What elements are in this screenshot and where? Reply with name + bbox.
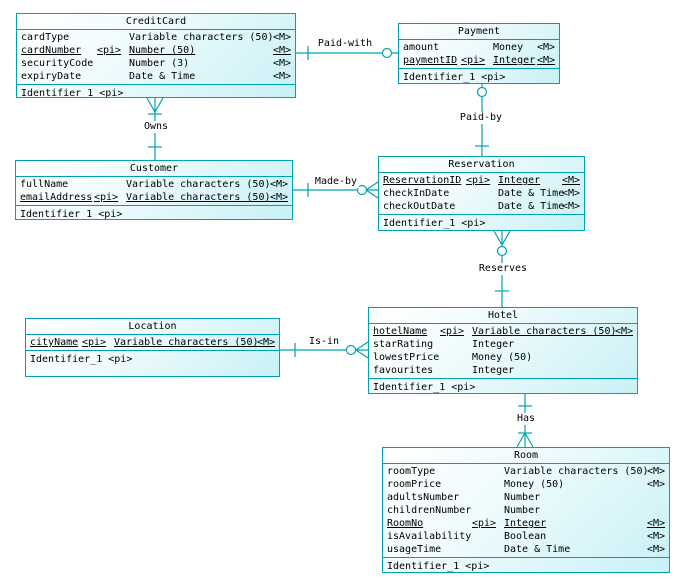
relationship-label-reserves[interactable]: Reserves — [476, 263, 530, 275]
entity-title: CreditCard — [17, 14, 295, 30]
relationship-paid-by-line[interactable] — [475, 84, 489, 156]
entity-location[interactable]: Location cityName<pi>Variable characters… — [25, 318, 280, 377]
entity-hotel[interactable]: Hotel hotelName<pi>Variable characters (… — [368, 307, 638, 394]
entity-title: Reservation — [379, 157, 584, 173]
relationship-label-owns[interactable]: Owns — [141, 121, 171, 133]
entity-identifier: Identifier_1 <pi> — [30, 354, 133, 365]
entity-identifier: Identifier_1 <pi> — [20, 209, 123, 219]
relationship-label-has[interactable]: Has — [514, 413, 538, 425]
entity-title: Room — [383, 448, 669, 464]
entity-identifier: Identifier_1 <pi> — [373, 382, 476, 393]
relationship-label-paid-by[interactable]: Paid-by — [457, 112, 505, 124]
entity-title: Location — [26, 319, 279, 335]
entity-title: Hotel — [369, 308, 637, 324]
entity-attribute-row: RoomNo<pi>Integer<M> — [387, 518, 665, 529]
entity-attribute-row: cityName<pi>Variable characters (50)<M> — [30, 337, 275, 348]
relationship-label-paid-with[interactable]: Paid-with — [315, 38, 375, 50]
relationship-label-made-by[interactable]: Made-by — [312, 176, 360, 188]
relationship-is-in-line[interactable] — [280, 341, 369, 359]
entity-attribute-row: cardNumber<pi>Number (50)<M> — [21, 45, 291, 56]
entity-attribute-row: hotelName<pi>Variable characters (50)<M> — [373, 326, 633, 337]
entity-title: Customer — [16, 161, 292, 177]
entity-identifier: Identifier_1 <pi> — [387, 561, 490, 572]
entity-identifier: Identifier_1 <pi> — [21, 88, 124, 97]
entity-reservation[interactable]: Reservation ReservationID<pi>Integer<M> c… — [378, 156, 585, 231]
relationship-label-is-in[interactable]: Is-in — [306, 336, 342, 348]
entity-identifier: Identifier_1 <pi> — [403, 72, 506, 83]
entity-attribute-row: ReservationID<pi>Integer<M> — [383, 175, 580, 186]
entity-attributes: hotelName<pi>Variable characters (50)<M>… — [369, 324, 637, 379]
entity-title: Payment — [399, 24, 559, 40]
relationship-paid-with-line[interactable] — [296, 46, 398, 60]
entity-identifier: Identifier_1 <pi> — [383, 218, 486, 229]
entity-attribute-row: emailAddress<pi>Variable characters (50)… — [20, 192, 288, 203]
entity-attributes: cityName<pi>Variable characters (50)<M> — [26, 335, 279, 351]
relationship-made-by-line[interactable] — [293, 181, 379, 199]
relationship-reserves-line[interactable] — [493, 230, 511, 307]
entity-attribute-row: paymentID<pi>Integer<M> — [403, 55, 555, 66]
